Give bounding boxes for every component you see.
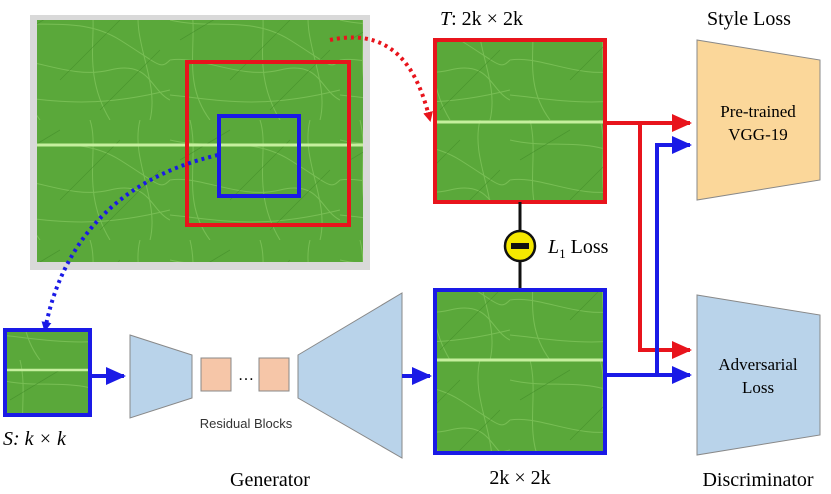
vgg-label-line2: VGG-19 [728, 125, 788, 144]
source-leaf-panel [30, 15, 370, 270]
source-border [3, 328, 92, 417]
source-label: S: k × k [3, 428, 67, 450]
crop-source-arrow [41, 153, 219, 332]
crop-target-arrow [329, 35, 433, 122]
output-size-label: 2k × 2k [489, 467, 550, 489]
target-label: T: 2k × 2k [440, 8, 523, 30]
generator-encoder [129, 334, 193, 419]
l1-loss-label: L1 Loss [547, 236, 609, 261]
source-patch [3, 328, 92, 417]
minus-sign [511, 243, 529, 249]
output-texture [435, 290, 605, 453]
discriminator-network [696, 294, 821, 456]
source-texture [5, 330, 90, 415]
output-to-vgg-arrow [655, 136, 692, 375]
output-border [433, 288, 607, 455]
adv-label-line2: Loss [742, 378, 774, 397]
output-patch [433, 288, 607, 455]
generator-label: Generator [230, 469, 310, 491]
vgg-19-network [696, 39, 821, 201]
source-crop-box [217, 114, 301, 198]
residual-block-first [200, 357, 232, 392]
style-loss-label: Style Loss [707, 8, 791, 30]
target-to-discriminator-arrow [638, 123, 692, 359]
target-crop-box [185, 60, 351, 227]
residual-blocks-label: Residual Blocks [200, 416, 293, 431]
adv-label-line1: Adversarial [718, 355, 798, 374]
target-patch [433, 38, 607, 204]
residual-ellipsis: … [238, 367, 254, 384]
vgg-label-line1: Pre-trained [720, 102, 796, 121]
discriminator-label: Discriminator [702, 469, 813, 491]
residual-block-last [258, 357, 290, 392]
generator-decoder [297, 292, 403, 459]
